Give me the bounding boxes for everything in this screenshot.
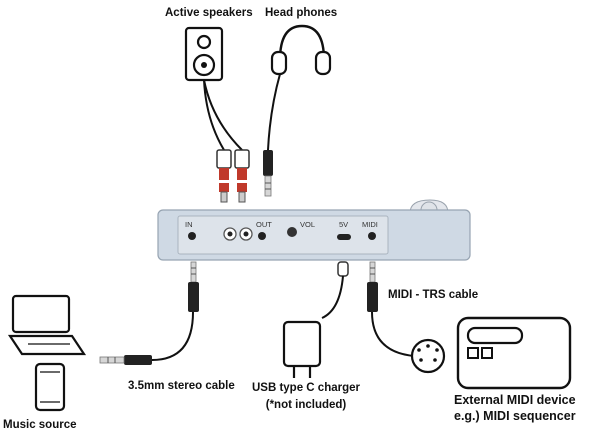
midi-cable	[371, 311, 415, 357]
svg-text:IN: IN	[185, 220, 193, 229]
svg-text:5V: 5V	[339, 220, 348, 229]
headphone-cable	[267, 73, 281, 151]
speaker-cable	[203, 79, 225, 151]
port-midi: MIDI	[362, 220, 378, 240]
label-midi-trs-cable: MIDI - TRS cable	[388, 289, 478, 301]
speaker-icon	[184, 26, 224, 82]
port-out: OUT	[223, 220, 272, 241]
headphones-icon	[270, 24, 332, 76]
usb-c-plug	[337, 261, 349, 277]
svg-text:MIDI: MIDI	[362, 220, 378, 229]
rca-plug-left	[216, 149, 232, 203]
label-midi-sequencer: e.g.) MIDI sequencer	[454, 409, 576, 423]
port-usb-c: 5V	[337, 220, 351, 240]
port-in: IN	[185, 220, 196, 240]
usb-cable	[321, 275, 344, 319]
volume-knob: VOL	[287, 220, 315, 237]
charger-icon	[282, 320, 322, 378]
rca-plug-right	[234, 149, 250, 203]
svg-text:VOL: VOL	[300, 220, 315, 229]
laptop-icon	[7, 294, 87, 356]
label-external-midi: External MIDI device	[454, 393, 576, 407]
input-plug	[188, 261, 199, 312]
label-usb-charger-note: (*not included)	[266, 399, 347, 411]
label-active-speakers: Active speakers	[165, 7, 253, 19]
midi-trs-plug	[367, 261, 378, 312]
midi-din-icon	[410, 338, 446, 374]
stereo-cable	[151, 311, 194, 361]
label-stereo-cable: 3.5mm stereo cable	[128, 380, 235, 392]
source-plug	[99, 355, 152, 365]
label-head-phones: Head phones	[265, 7, 337, 19]
label-music-source: Music source	[3, 419, 77, 431]
smartphone-icon	[34, 362, 66, 412]
headphone-plug	[263, 150, 273, 197]
device-body	[157, 199, 471, 261]
svg-text:OUT: OUT	[256, 220, 272, 229]
label-usb-charger: USB type C charger	[252, 382, 361, 394]
midi-device-icon	[456, 316, 572, 390]
